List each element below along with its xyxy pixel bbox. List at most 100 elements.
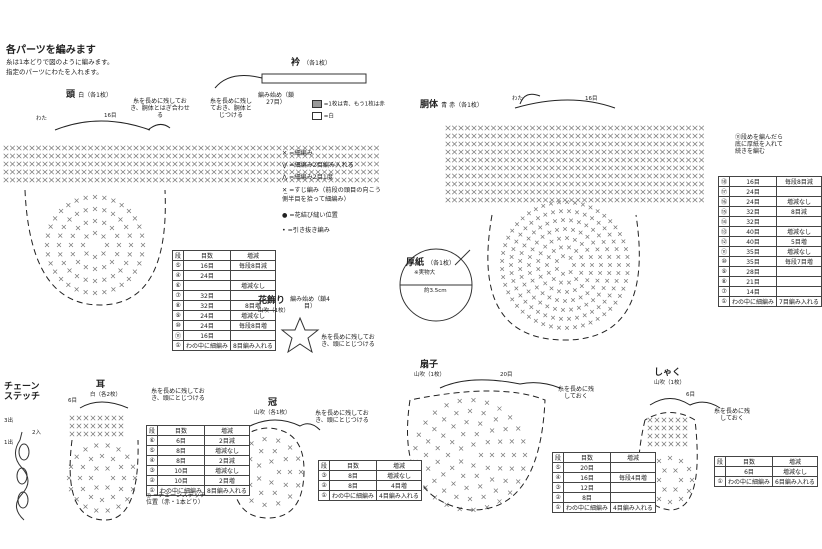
stitch-mark [538,251,543,256]
stitch-mark [16,169,22,175]
head-top-arc [54,120,151,131]
stitch-mark [237,145,243,151]
stitch-mark [471,442,476,447]
stitch-mark [139,252,145,257]
stitch-mark [269,459,274,464]
stitch-mark [555,149,562,155]
stitch-mark [640,189,646,195]
stitch-mark [105,466,110,471]
stitch-mark [101,264,107,270]
stitch-mark [354,153,360,159]
stitch-mark [497,499,502,504]
stitch-mark [646,173,653,179]
stitch-mark [581,141,588,147]
stitch-mark [633,197,640,203]
stitch-mark [29,153,35,159]
stitch-mark [80,242,86,248]
stitch-mark [477,133,484,139]
stitch-mark [230,161,237,167]
stitch-mark [464,181,471,187]
stitch-mark [656,458,662,464]
stitch-mark [503,133,510,139]
stitch-mark [574,315,580,320]
stitch-mark [107,145,113,151]
stitch-mark [646,157,653,163]
stitch-mark [548,324,554,329]
stitch-mark [588,181,594,187]
stitch-mark [685,189,692,195]
stitch-mark [551,277,556,282]
stitch-mark [110,456,116,462]
stitch-mark [594,141,601,147]
stitch-mark [678,496,684,502]
stitch-mark [101,251,106,256]
stitch-mark [101,220,107,226]
stitch-mark [471,507,476,513]
stitch-mark [575,173,581,179]
shaku-label: しゃく [654,368,682,378]
table-cell: 8目 [157,445,206,456]
stitch-mark [67,268,72,273]
table-cell: ⑬ [717,226,731,237]
stitch-mark [99,497,105,503]
ear-count: 6目 [68,398,77,404]
stitch-mark [520,309,525,314]
stitch-mark [334,169,341,175]
stitch-mark [69,415,75,421]
stitch-mark [263,169,269,175]
stitch-mark [698,141,705,147]
stitch-mark [617,232,622,237]
stitch-mark [602,226,607,231]
stitch-mark [471,197,477,203]
stitch-mark [237,169,243,175]
stitch-mark [568,149,575,155]
stitch-mark [579,255,584,260]
crown-sub: 山吹（各1枚） [254,410,291,416]
stitch-mark [682,417,688,423]
pattern-diagram [3,73,721,521]
table-cell [610,482,656,493]
legend-item-4: ✕̲ =すじ編み（前段の頭目の向こう側半目を拾って細編み） [282,187,381,203]
stitch-mark [543,281,548,286]
table-cell [776,186,822,197]
stitch-mark [444,402,449,408]
stitch-mark [509,254,514,259]
stitch-mark [558,316,564,321]
stitch-mark [541,203,546,208]
stitch-mark [515,426,521,431]
stitch-mark [607,197,614,203]
stitch-mark [526,211,532,216]
stitch-mark [506,290,511,295]
stitch-mark [295,456,301,461]
stitch-mark [550,210,556,215]
stitch-mark [35,161,42,167]
stitch-mark [529,197,536,203]
stitch-mark [118,423,124,429]
stitch-mark [276,161,282,167]
stitch-mark [549,173,555,179]
stitch-mark [272,448,278,454]
stitch-mark [594,125,601,131]
stitch-mark [94,161,100,167]
stitch-mark [347,145,354,151]
stitch-mark [679,189,685,195]
stitch-mark [503,282,508,287]
stitch-mark [42,161,48,167]
table-cell: ③ [551,482,565,493]
stitch-mark [568,197,575,203]
stitch-mark [243,177,250,183]
stitch-mark [481,494,486,500]
stitch-mark [341,145,347,151]
stitch-mark [584,223,589,228]
stitch-mark [237,161,243,167]
stitch-mark [646,189,653,195]
stitch-mark [686,488,692,494]
stitch-mark [508,262,514,268]
stitch-mark [9,153,16,159]
table-cell: 増減なし [776,246,822,257]
table-cell: 増減 [204,425,250,436]
stitch-mark [578,295,583,300]
stitch-mark [530,278,535,283]
stitch-mark [542,197,549,203]
